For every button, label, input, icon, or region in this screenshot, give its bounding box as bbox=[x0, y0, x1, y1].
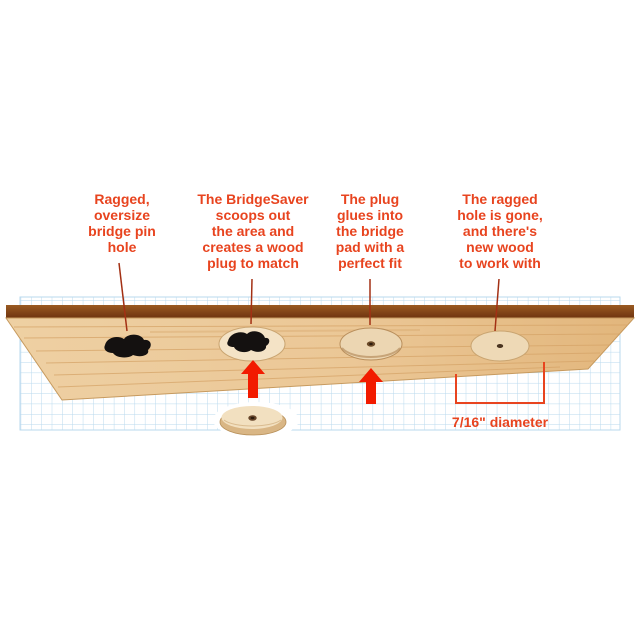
scooped-hole-debris bbox=[227, 331, 270, 353]
step2-label: The BridgeSaver scoops out the area and … bbox=[197, 191, 309, 271]
step3-label: The plug glues into the bridge pad with … bbox=[335, 191, 405, 271]
leader-lines bbox=[118, 262, 500, 332]
scooped-hole bbox=[218, 326, 286, 362]
leader-line-2 bbox=[250, 278, 253, 325]
finished-plug-center bbox=[496, 344, 504, 348]
plug-in-hole bbox=[339, 327, 403, 361]
wood-plug bbox=[213, 402, 299, 438]
up-arrow-2 bbox=[359, 368, 383, 404]
finished-plug bbox=[470, 330, 530, 362]
up-arrow-1 bbox=[241, 360, 265, 398]
board-edge bbox=[6, 305, 634, 318]
step4-label: The ragged hole is gone, and there's new… bbox=[457, 191, 543, 271]
step1-label: Ragged, oversize bridge pin hole bbox=[88, 191, 156, 255]
leader-line-4 bbox=[494, 278, 500, 332]
dimension-label: 7/16" diameter bbox=[451, 414, 549, 430]
leader-line-1 bbox=[118, 262, 128, 332]
dimension-bracket bbox=[455, 362, 545, 404]
ragged-hole bbox=[104, 334, 151, 358]
